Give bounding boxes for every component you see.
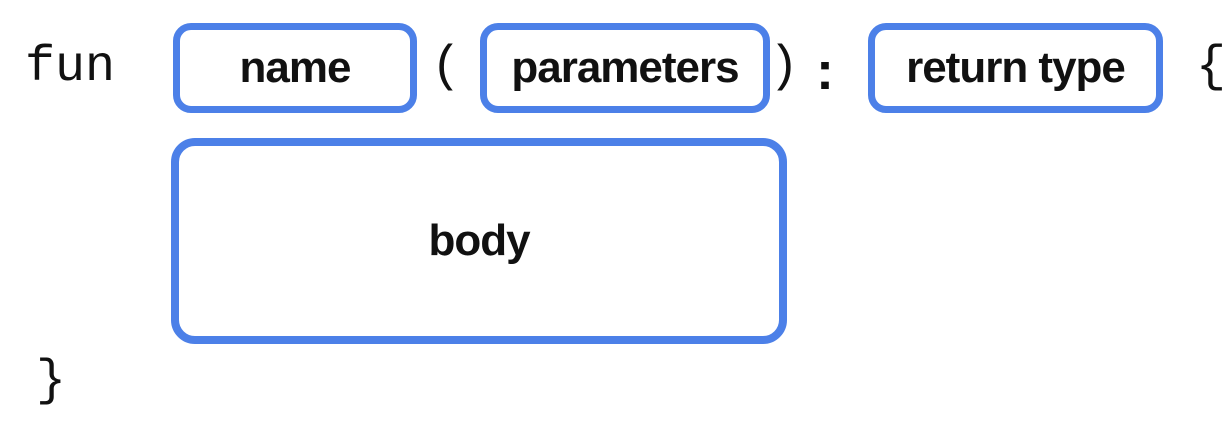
return-type-chip: return type <box>868 23 1163 113</box>
return-type-chip-label: return type <box>906 43 1126 92</box>
body-chip: body <box>171 138 787 344</box>
name-chip: name <box>173 23 417 113</box>
colon-separator: : <box>816 41 834 101</box>
open-brace: { <box>1196 39 1224 96</box>
parameters-chip: parameters <box>480 23 770 113</box>
name-chip-label: name <box>239 43 352 92</box>
close-paren: ) <box>769 39 800 96</box>
open-paren: ( <box>431 39 462 96</box>
keyword-fun: fun <box>25 39 116 96</box>
parameters-chip-label: parameters <box>511 43 739 92</box>
close-brace: } <box>36 353 67 410</box>
body-chip-label: body <box>428 216 530 265</box>
